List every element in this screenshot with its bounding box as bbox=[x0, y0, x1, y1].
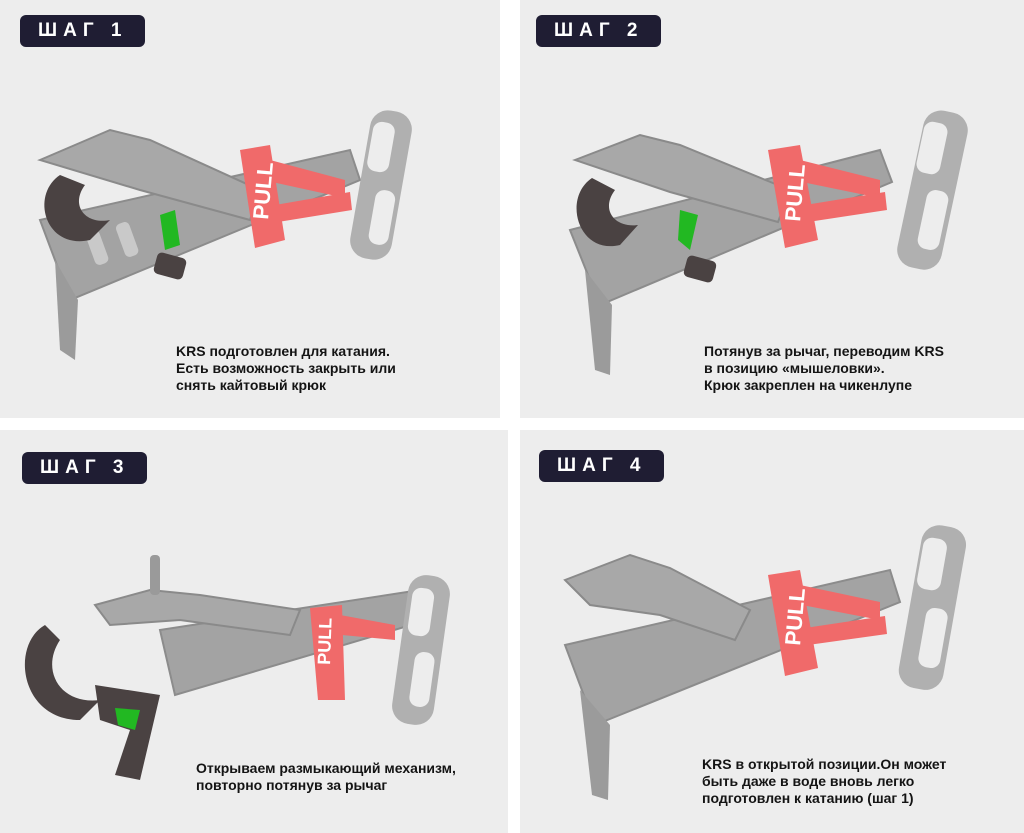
step-1-badge: ШАГ 1 bbox=[20, 15, 146, 47]
step-4-caption: KRS в открытой позиции.Он может быть даж… bbox=[702, 756, 947, 806]
step-2-caption: Потянув за рычаг, переводим KRS в позици… bbox=[704, 343, 944, 393]
step-1-panel: PULL ШАГ 1 KRS подготовлен для катания. … bbox=[0, 0, 500, 418]
step-3-caption: Открываем размыкающий механизм, повторно… bbox=[196, 760, 456, 793]
pull-label: PULL bbox=[314, 617, 336, 665]
pull-label: PULL bbox=[780, 587, 810, 646]
step-3-badge: ШАГ 3 bbox=[22, 452, 148, 484]
step-1-caption: KRS подготовлен для катания. Есть возмож… bbox=[176, 343, 396, 393]
pull-label: PULL bbox=[248, 161, 278, 220]
pull-label: PULL bbox=[780, 163, 810, 222]
step-2-panel: PULL ШАГ 2 Потянув за рычаг, переводим K… bbox=[520, 0, 1024, 418]
step-2-badge: ШАГ 2 bbox=[536, 15, 662, 47]
krs-mechanism-opening-illustration: PULL bbox=[24, 555, 450, 780]
krs-mechanism-mousetrap-illustration: PULL bbox=[568, 110, 968, 375]
step-4-panel: PULL ШАГ 4 KRS в открытой позиции.Он мож… bbox=[520, 430, 1024, 833]
step-4-badge: ШАГ 4 bbox=[539, 450, 665, 482]
krs-mechanism-closed-illustration: PULL bbox=[37, 110, 412, 360]
step-3-panel: PULL ШАГ 3 Открываем размыкающий механиз… bbox=[0, 430, 508, 833]
krs-mechanism-open-illustration: PULL bbox=[563, 525, 967, 800]
